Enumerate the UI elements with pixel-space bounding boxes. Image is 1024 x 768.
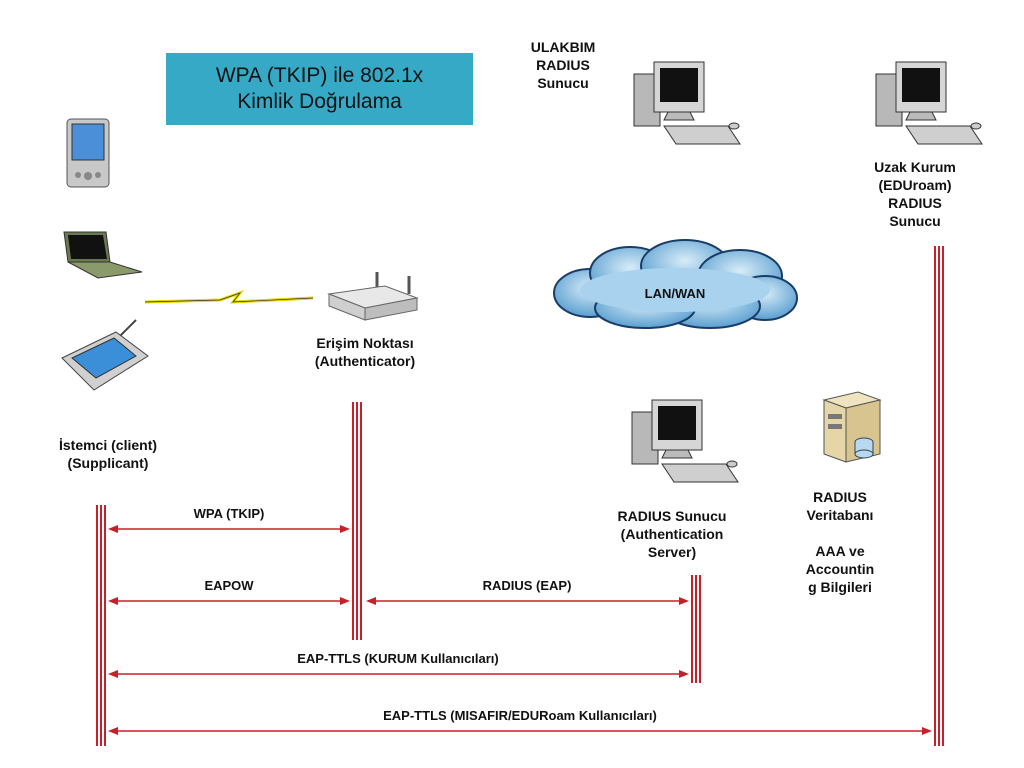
aaa-label: AAA ve Accountin g Bilgileri — [790, 542, 890, 596]
remote-server-lifeline — [934, 246, 944, 746]
wpa-arrow-label: WPA (TKIP) — [193, 506, 265, 521]
pda-icon — [66, 118, 110, 188]
istemci-label: İstemci (client) (Supplicant) — [38, 436, 178, 472]
radius-eap-arrow-label: RADIUS (EAP) — [482, 578, 572, 593]
radius-sunucu-label-line: (Authentication — [620, 526, 724, 542]
diagram-title-line2: Kimlik Doğrulama — [237, 90, 402, 113]
eap-ttls-kurum-arrow — [108, 670, 689, 678]
lan-wan-label: LAN/WAN — [644, 286, 706, 301]
ulakbim-label-line: Sunucu — [537, 75, 589, 91]
ulakbim-label: ULAKBIM RADIUS Sunucu — [508, 38, 618, 92]
erisim-noktasi-label: Erişim Noktası (Authenticator) — [300, 334, 430, 370]
radius-sunucu-label-line: RADIUS Sunucu — [617, 508, 727, 524]
radius-veritabani-label: RADIUS Veritabanı — [790, 488, 890, 524]
uzak-kurum-label-line: Sunucu — [889, 213, 941, 229]
lan-wan-cloud-icon — [553, 239, 798, 329]
client-lifeline — [96, 505, 106, 746]
uzak-kurum-label-line: Uzak Kurum — [874, 159, 956, 175]
eap-ttls-kurum-arrow-label: EAP-TTLS (KURUM Kullanıcıları) — [297, 651, 499, 666]
laptop-icon — [63, 231, 143, 279]
radius-sunucu-label: RADIUS Sunucu (Authentication Server) — [607, 507, 737, 561]
eapow-arrow-label: EAPOW — [204, 578, 254, 593]
radius-eap-arrow — [366, 597, 689, 605]
uzak-kurum-label: Uzak Kurum (EDUroam) RADIUS Sunucu — [855, 158, 975, 230]
aaa-label-line: AAA ve — [815, 543, 865, 559]
erisim-noktasi-label-line: (Authenticator) — [314, 353, 416, 369]
diagram-title-line1: WPA (TKIP) ile 802.1x — [215, 64, 424, 87]
wireless-link-icon — [144, 289, 314, 304]
ulakbim-label-line: ULAKBIM — [530, 39, 596, 55]
wpa-arrow — [108, 525, 350, 533]
eapow-arrow — [108, 597, 350, 605]
eap-ttls-misafir-arrow — [108, 727, 932, 735]
aaa-label-line: g Bilgileri — [808, 579, 872, 595]
ulakbim-label-line: RADIUS — [536, 57, 590, 73]
database-server-icon — [822, 391, 882, 463]
uzak-kurum-label-line: (EDUroam) — [878, 177, 952, 193]
access-point-lifeline — [352, 402, 362, 640]
radius-server-lifeline — [691, 575, 701, 683]
istemci-label-line: İstemci (client) — [58, 437, 158, 453]
radius-veritabani-label-line: RADIUS — [813, 489, 867, 505]
istemci-label-line: (Supplicant) — [67, 455, 149, 471]
eap-ttls-misafir-arrow-label: EAP-TTLS (MISAFIR/EDURoam Kullanıcıları) — [383, 708, 657, 723]
radius-veritabani-label-line: Veritabanı — [806, 507, 874, 523]
tablet-icon — [61, 319, 149, 391]
radius-server-computer-icon — [631, 399, 739, 483]
aaa-label-line: Accountin — [805, 561, 875, 577]
uzak-kurum-label-line: RADIUS — [888, 195, 942, 211]
access-point-icon — [327, 272, 419, 321]
ulakbim-computer-icon — [633, 61, 741, 145]
diagram-title-box: WPA (TKIP) ile 802.1x Kimlik Doğrulama — [166, 53, 473, 125]
erisim-noktasi-label-line: Erişim Noktası — [316, 335, 414, 351]
uzak-kurum-computer-icon — [875, 61, 983, 145]
radius-sunucu-label-line: Server) — [647, 544, 697, 560]
